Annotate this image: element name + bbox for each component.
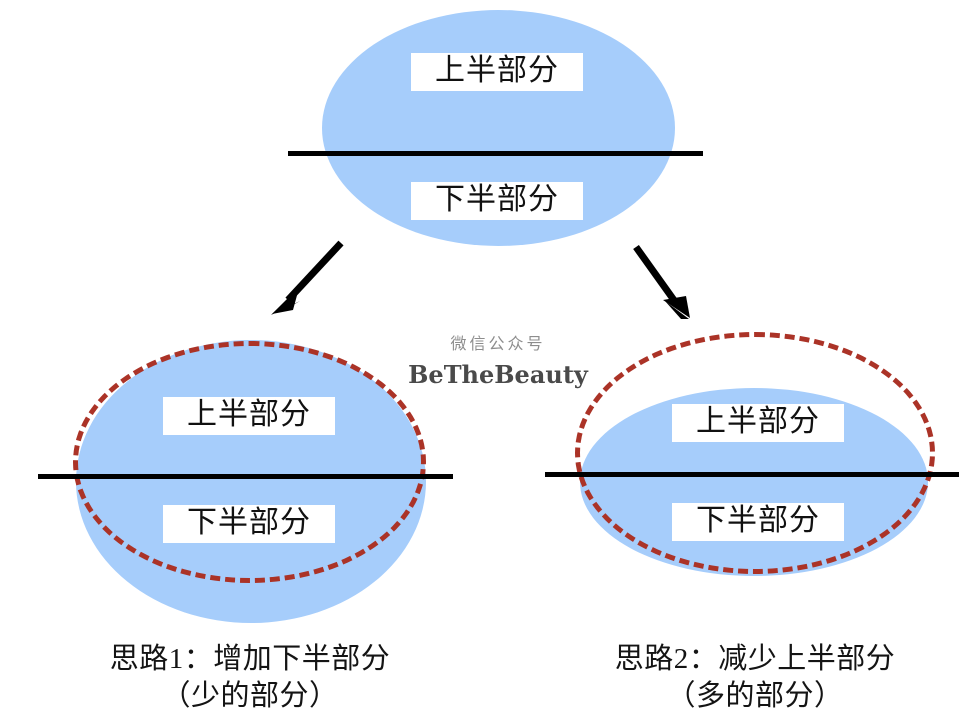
option-2-caption-line-1: 思路2：减少上半部分 <box>614 643 896 675</box>
watermark-brand: BeTheBeauty <box>408 360 588 389</box>
option-2-dashed-outline <box>575 332 935 574</box>
option-1-upper-half-label: 上半部分 <box>163 397 335 436</box>
option-2-caption: 思路2：减少上半部分 （多的部分） <box>540 641 970 715</box>
option-2-upper-half-label: 上半部分 <box>672 404 844 443</box>
option-1-caption-line-1: 思路1：增加下半部分 <box>109 643 391 675</box>
option-1-divider <box>38 474 453 479</box>
option-1-lower-half-label: 下半部分 <box>163 505 335 544</box>
arrow-to-option-2-icon <box>633 244 690 319</box>
top-lower-half-label: 下半部分 <box>411 182 583 221</box>
option-2-divider <box>545 472 959 477</box>
top-upper-half-label: 上半部分 <box>411 53 583 92</box>
original-ellipse-divider <box>288 151 703 156</box>
arrows-layer <box>271 240 690 319</box>
watermark-subtitle: 微信公众号 <box>450 336 546 353</box>
option-2-lower-half-label: 下半部分 <box>672 503 844 542</box>
option-1-caption-line-2: （少的部分） <box>161 680 339 713</box>
watermark: 微信公众号 BeTheBeauty <box>378 330 618 389</box>
option-2-caption-line-2: （多的部分） <box>666 680 844 713</box>
arrow-to-option-1-icon <box>271 240 344 315</box>
option-1-caption: 思路1：增加下半部分 （少的部分） <box>35 641 465 715</box>
option-1-dashed-outline <box>73 341 426 583</box>
